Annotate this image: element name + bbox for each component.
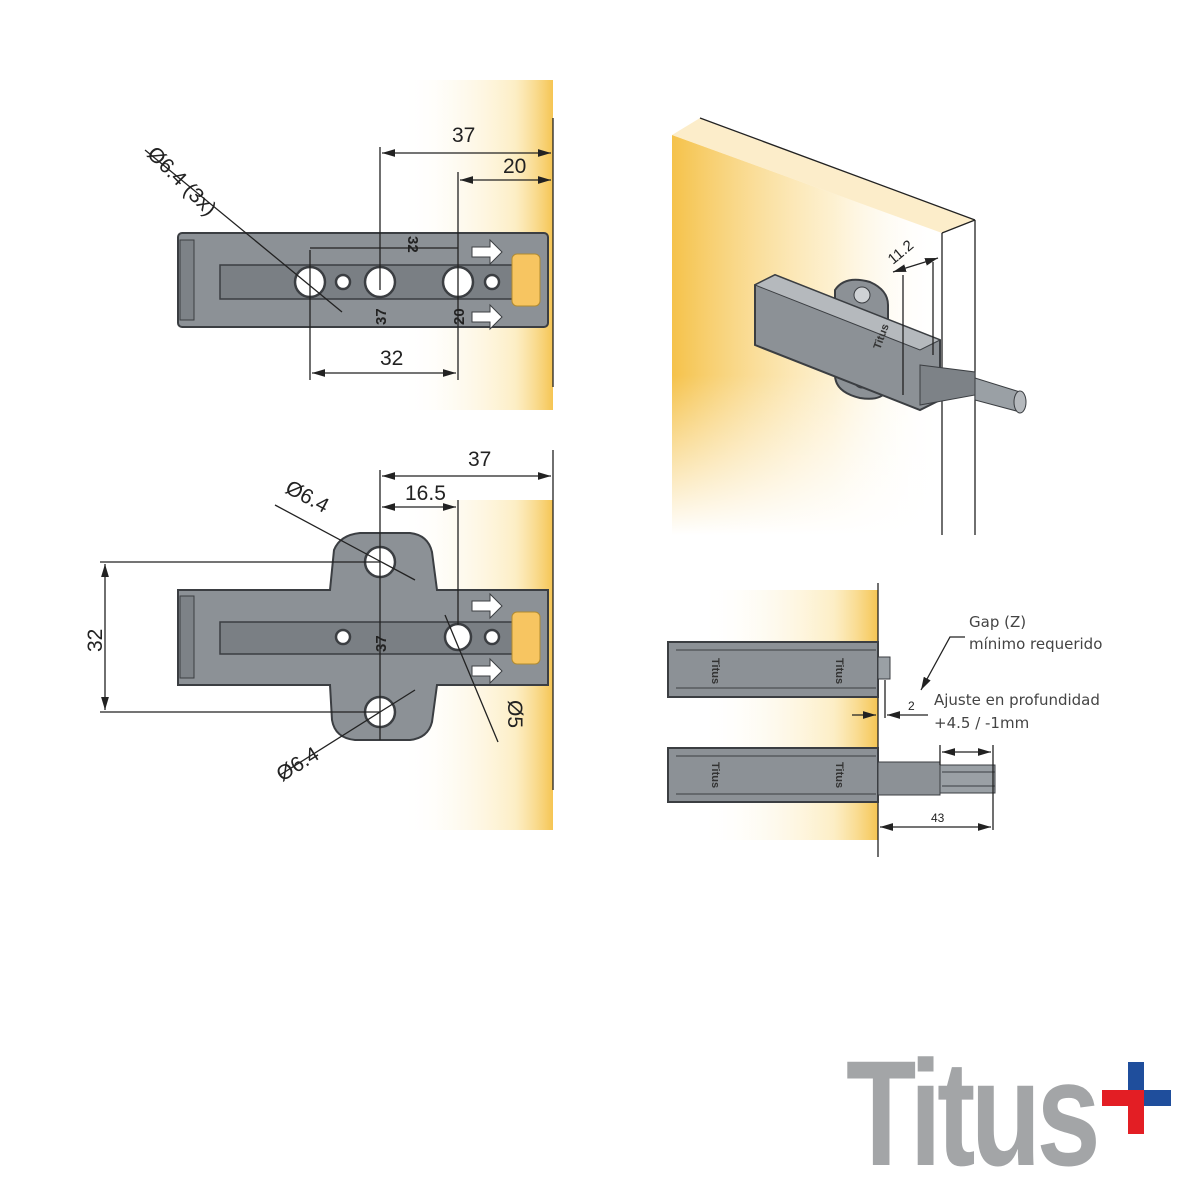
side-view: Titus Titus Titus Titus 43 2 Gap (Z) mín… bbox=[667, 583, 1102, 857]
yellow-pad bbox=[511, 611, 541, 665]
gap-label: Gap (Z) bbox=[969, 613, 1026, 631]
adjust-label: Ajuste en profundidad bbox=[934, 691, 1100, 709]
dim-20-inner: 20 bbox=[451, 308, 468, 325]
yellow-pad bbox=[511, 253, 541, 307]
small-hole bbox=[483, 273, 501, 291]
top-view: 37 20 32 32 37 20 Ø6.4 (3x) bbox=[142, 80, 554, 410]
part-brand: Titus bbox=[833, 658, 845, 684]
damper-extended bbox=[667, 747, 879, 803]
small-hole-label: Ø5 bbox=[503, 700, 526, 728]
dim-43: 43 bbox=[931, 811, 945, 825]
part-brand: Titus bbox=[833, 762, 845, 788]
dim-16-5: 16.5 bbox=[405, 482, 446, 505]
small-hole bbox=[483, 628, 501, 646]
plunger bbox=[974, 377, 1021, 413]
dim-2: 2 bbox=[908, 699, 915, 713]
dim-37-inner: 37 bbox=[373, 635, 390, 652]
flange-view: 37 16.5 32 37 Ø6.4 Ø6.4 Ø5 bbox=[84, 448, 554, 830]
dim-32-inner: 32 bbox=[404, 236, 421, 253]
hole-bottom-label: Ø6.4 bbox=[272, 742, 323, 786]
plunger-tip bbox=[939, 764, 996, 794]
gap-leader bbox=[920, 636, 965, 691]
part-brand: Titus bbox=[709, 762, 721, 788]
hole-diameter-label: Ø6.4 (3x) bbox=[142, 142, 220, 220]
dim-32-vertical: 32 bbox=[84, 629, 107, 652]
titus-logo: Titus bbox=[846, 1029, 1171, 1197]
hole-leader bbox=[144, 149, 343, 313]
iso-view: Titus 11.2 bbox=[672, 117, 1027, 535]
logo-cross-blue bbox=[1144, 1090, 1171, 1106]
dim-37: 37 bbox=[452, 124, 475, 147]
small-hole bbox=[334, 628, 352, 646]
dim-20: 20 bbox=[503, 155, 526, 178]
dim-37-inner: 37 bbox=[373, 308, 390, 325]
gap-label-sub: mínimo requerido bbox=[969, 635, 1102, 653]
screw-icon bbox=[853, 286, 871, 304]
direction-arrows bbox=[471, 238, 503, 331]
hole-top-label: Ø6.4 bbox=[282, 476, 333, 518]
adjust-range: +4.5 / -1mm bbox=[934, 714, 1029, 732]
part-brand: Titus bbox=[709, 658, 721, 684]
dim-32-bottom: 32 bbox=[380, 347, 403, 370]
logo-text: Titus bbox=[846, 1029, 1096, 1197]
direction-arrows bbox=[471, 592, 503, 685]
small-hole bbox=[334, 273, 352, 291]
dim-37: 37 bbox=[468, 448, 491, 471]
plunger-rod bbox=[877, 761, 941, 796]
